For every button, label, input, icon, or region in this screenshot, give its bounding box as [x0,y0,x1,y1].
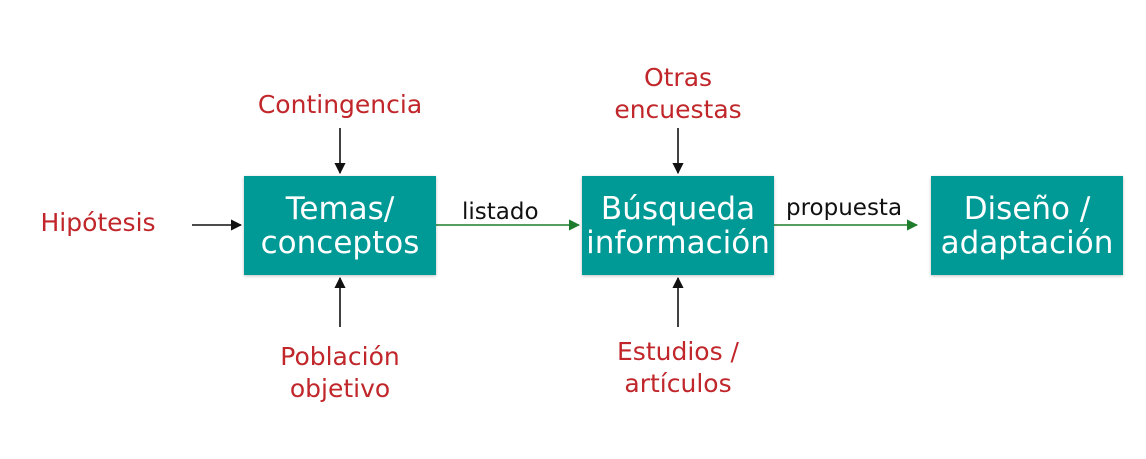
input-contingencia-label: Contingencia [257,90,423,119]
node-busqueda-line1: Búsqueda [600,190,756,227]
input-hipotesis-label: Hipótesis [40,208,156,237]
node-busqueda-informacion: Búsqueda información [582,176,774,275]
input-poblacion-line2: objetivo [289,374,391,403]
node-temas-line1: Temas/ [285,190,395,227]
node-diseno-line2: adaptación [940,224,1114,261]
node-temas-conceptos: Temas/ conceptos [244,176,436,275]
input-contingencia: Contingencia [238,89,442,121]
input-hipotesis: Hipótesis [18,207,178,239]
edge-label-listado: listado [462,199,539,225]
node-busqueda-line2: información [586,224,770,261]
input-estudios-line2: artículos [624,369,732,398]
input-otras-line2: encuestas [614,95,742,124]
node-diseno-adaptacion: Diseño / adaptación [931,176,1123,275]
input-poblacion-objetivo: Población objetivo [238,341,442,405]
input-estudios-articulos: Estudios / artículos [576,336,780,400]
edge-label-propuesta: propuesta [786,195,903,221]
node-temas-line2: conceptos [260,224,420,261]
input-otras-line1: Otras [643,63,713,92]
node-diseno-line1: Diseño / [963,190,1091,227]
input-otras-encuestas: Otras encuestas [576,62,780,126]
input-estudios-line1: Estudios / [617,337,739,366]
input-poblacion-line1: Población [280,342,400,371]
